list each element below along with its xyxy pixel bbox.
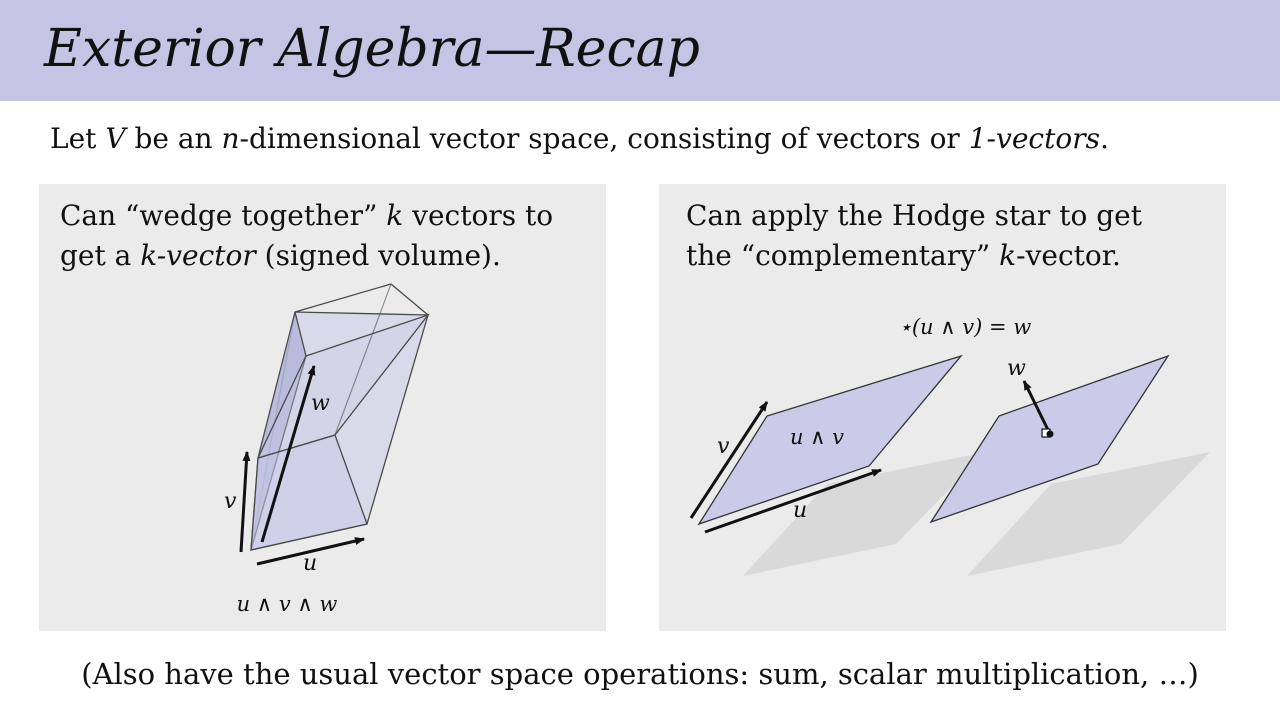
vector-u-arrow: [256, 537, 365, 566]
vector-v-label: v: [224, 489, 237, 514]
normal-w-arrow: [1022, 380, 1052, 435]
intro-term: 1-vectors: [968, 122, 1100, 155]
trivector-caption: u ∧ v ∧ w: [237, 592, 338, 616]
title-bar: [0, 0, 1280, 101]
footnote: (Also have the usual vector space operat…: [81, 657, 1199, 691]
bivector-shadow: [743, 452, 986, 576]
bivector-v-label: v: [717, 434, 730, 459]
hodge-star-diagram: v u ∧ v u w ⋆(u ∧ v) = w: [689, 315, 1210, 576]
bivector-parallelogram: [697, 354, 963, 526]
intro-space-symbol: V: [105, 122, 126, 155]
wedge-line1-b: vectors to: [403, 199, 554, 232]
slide-title: Exterior Algebra—Recap: [44, 19, 700, 79]
normal-plane-shadow: [967, 452, 1210, 576]
wedge-line2-b: (signed volume).: [255, 239, 501, 272]
bivector-u-arrow: [704, 468, 882, 534]
parallelepiped-edge: [390, 283, 429, 316]
hodge-star-panel: Can apply the Hodge star to get the “com…: [659, 184, 1226, 631]
hodge-line1: Can apply the Hodge star to get: [686, 199, 1142, 232]
intro-end: .: [1099, 122, 1109, 155]
bivector-label: u ∧ v: [790, 425, 844, 449]
wedge-panel-text: Can “wedge together” k vectors to get a …: [60, 196, 600, 276]
wedge-line2-a: get a: [60, 239, 141, 272]
normal-plane: [929, 354, 1170, 524]
hodge-line2-b: -vector.: [1016, 239, 1121, 272]
intro-suffix: -dimensional vector space, consisting of…: [239, 122, 969, 155]
parallelepiped-right-face: [256, 313, 430, 460]
hodge-panel-text: Can apply the Hodge star to get the “com…: [686, 196, 1226, 276]
intro-dimension-symbol: n: [221, 122, 240, 155]
parallelepiped-diagram: w v u u ∧ v ∧ w: [224, 283, 430, 616]
parallelepiped-edge: [294, 283, 392, 313]
bivector-v-arrow: [689, 401, 769, 519]
hodge-line2-k: k: [999, 239, 1017, 272]
wedge-line1-k: k: [386, 199, 404, 232]
wedge-line2-term: k-vector: [140, 239, 256, 272]
wedge-line1-a: Can “wedge together”: [60, 199, 387, 232]
vector-v-arrow: [239, 451, 251, 553]
vector-u-label: u: [303, 551, 317, 576]
intro-mid: be an: [125, 122, 222, 155]
bivector-u-label: u: [793, 498, 807, 523]
wedge-panel: Can “wedge together” k vectors to get a …: [39, 184, 606, 631]
vector-w-label: w: [311, 391, 330, 416]
vector-w-arrow: [260, 365, 316, 543]
parallelepiped-edge: [334, 283, 392, 436]
hodge-star-equation: ⋆(u ∧ v) = w: [899, 315, 1032, 339]
normal-w-label: w: [1007, 356, 1026, 381]
intro-prefix: Let: [50, 122, 106, 155]
normal-base-point: [1046, 430, 1054, 438]
intro-sentence: Let V be an n-dimensional vector space, …: [50, 118, 1250, 160]
hodge-line2-a: the “complementary”: [686, 239, 1000, 272]
